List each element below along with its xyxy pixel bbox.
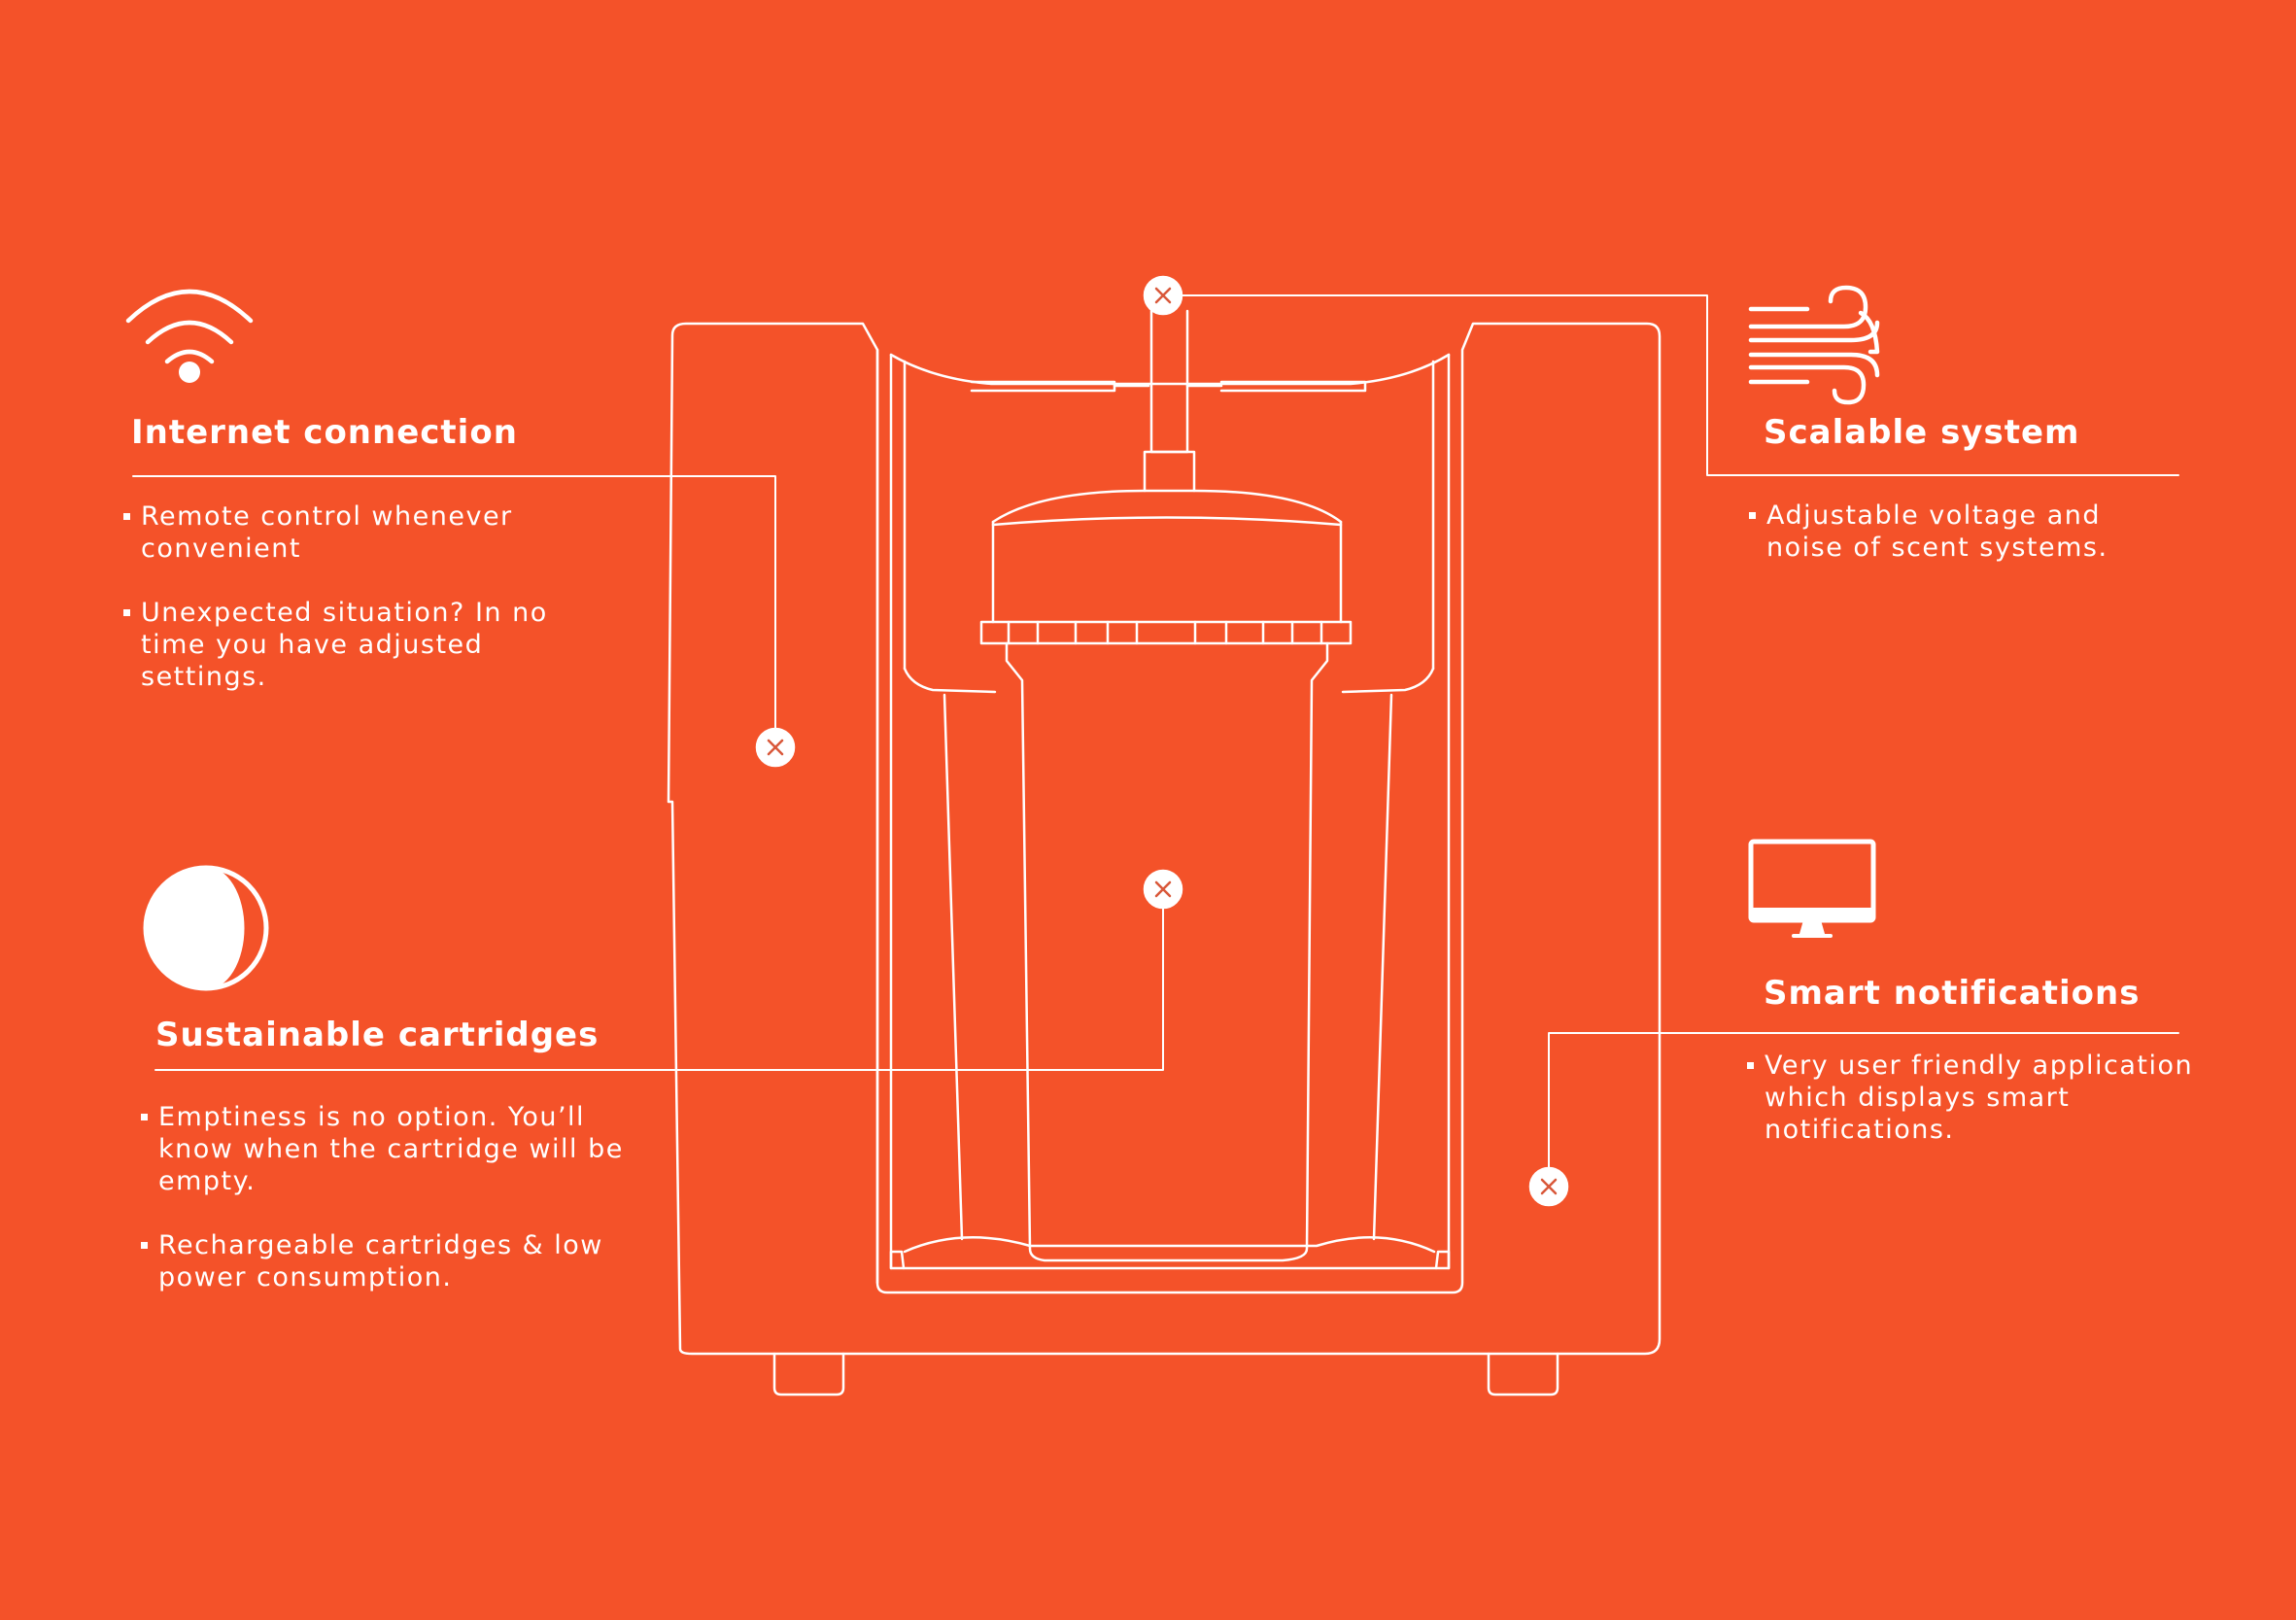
feature-bullet: Rechargeable cartridges & low power cons… xyxy=(141,1229,627,1293)
feature-title-notifications: Smart notifications xyxy=(1764,974,2141,1013)
leader-lines xyxy=(132,294,2179,1187)
feature-list-cartridges: Emptiness is no option. You’ll know when… xyxy=(141,1101,627,1326)
leader-internet xyxy=(132,475,776,747)
monitor-icon xyxy=(1748,839,1876,938)
feature-title-scalable: Scalable system xyxy=(1764,413,2080,452)
feature-bullet: Very user friendly application which dis… xyxy=(1747,1050,2233,1146)
wifi-icon xyxy=(125,289,254,383)
hotspot-internet[interactable] xyxy=(755,727,796,768)
feature-title-cartridges: Sustainable cartridges xyxy=(155,1016,600,1054)
hotspot-scalable[interactable] xyxy=(1143,275,1183,316)
wind-icon xyxy=(1748,285,1880,405)
feature-bullet: Adjustable voltage and noise of scent sy… xyxy=(1749,500,2176,564)
device-housing xyxy=(667,322,1662,1396)
feature-bullet: Unexpected situation? In no time you hav… xyxy=(123,597,580,693)
feature-list-scalable: Adjustable voltage and noise of scent sy… xyxy=(1749,500,2176,596)
feature-title-internet: Internet connection xyxy=(131,413,518,452)
feature-list-internet: Remote control whenever convenient Unexp… xyxy=(123,500,580,725)
feature-bullet: Emptiness is no option. You’ll know when… xyxy=(141,1101,627,1197)
leader-notifications xyxy=(1548,1032,2179,1187)
leader-cartridges xyxy=(154,888,1164,1071)
moon-phase-icon xyxy=(143,865,269,991)
feature-bullet: Remote control whenever convenient xyxy=(123,500,580,565)
hotspot-cartridges[interactable] xyxy=(1143,869,1183,910)
hotspot-notifications[interactable] xyxy=(1528,1166,1569,1207)
feature-list-notifications: Very user friendly application which dis… xyxy=(1747,1050,2233,1178)
leader-scalable xyxy=(1177,294,2179,476)
top-crossbar xyxy=(970,380,1367,393)
cartridge xyxy=(979,309,1353,1262)
